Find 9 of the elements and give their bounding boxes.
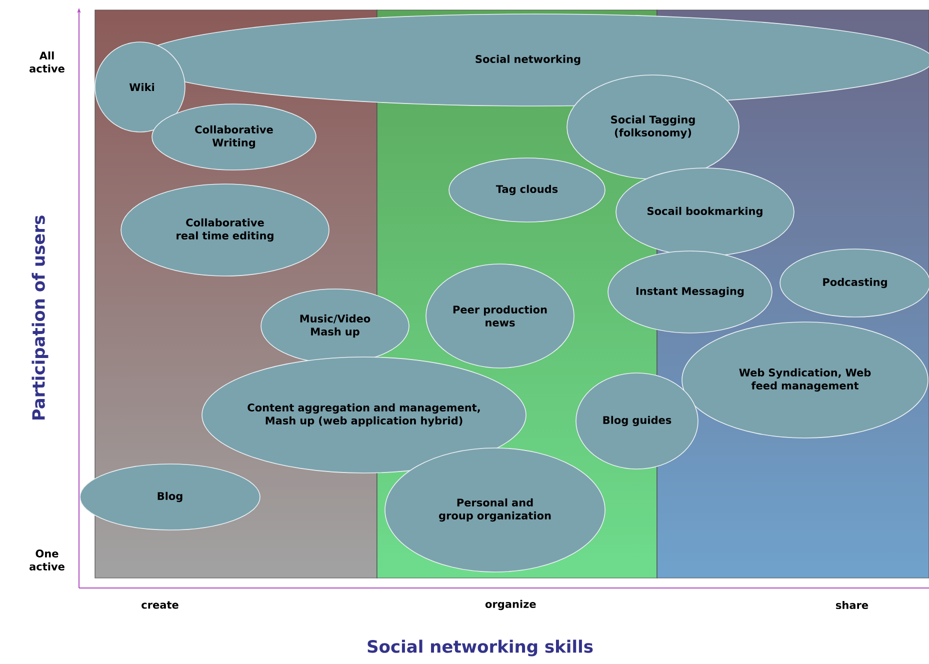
axis-label: create xyxy=(142,601,178,609)
axis-label: One active xyxy=(30,550,64,570)
axis-title: Social networking skills xyxy=(368,640,593,656)
axis-label: All active xyxy=(30,51,64,73)
node-label: Social networking xyxy=(476,54,580,66)
axis-label: share xyxy=(836,600,868,610)
axis-label: organize xyxy=(485,600,536,610)
node-label: Web Syndication, Web feed management xyxy=(739,368,871,392)
axis-title: Participation of users xyxy=(32,216,48,420)
